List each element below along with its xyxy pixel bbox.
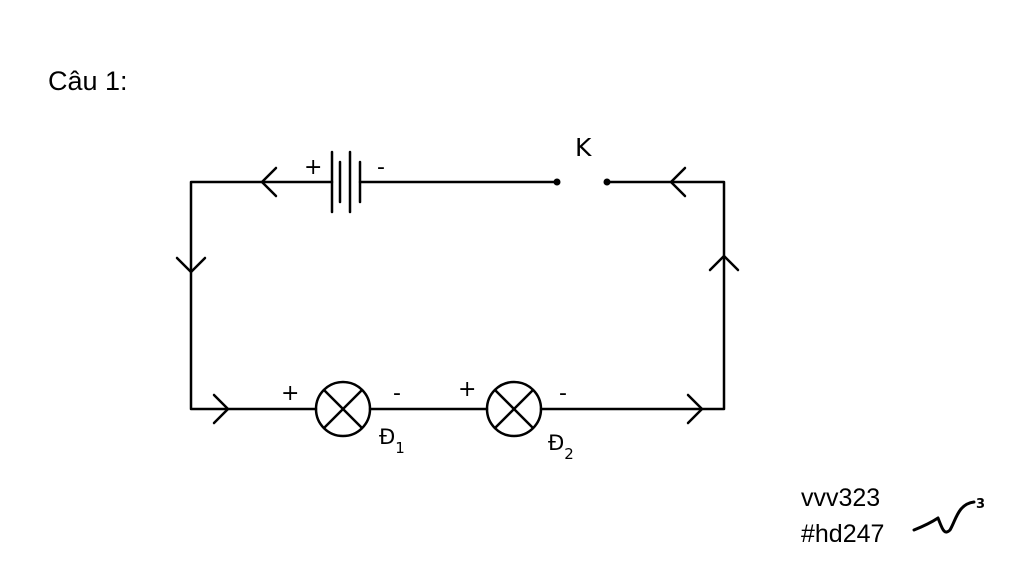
wire-switch-to-corner bbox=[539, 180, 726, 411]
author-note-line-1: vvv323 bbox=[801, 484, 881, 512]
lamp-1-label: Đ1 bbox=[379, 425, 405, 457]
arrow-left-down bbox=[175, 256, 207, 274]
signature-superscript: 3 bbox=[976, 497, 985, 512]
switch-contact-right bbox=[603, 178, 611, 186]
wire-top-left bbox=[189, 180, 334, 411]
lamp-2-subscript: 2 bbox=[564, 445, 574, 463]
lamp-1-letter: Đ bbox=[379, 425, 395, 449]
switch-contact-left bbox=[553, 178, 561, 186]
lamp-2-symbol bbox=[485, 380, 543, 438]
arrow-right-up bbox=[708, 254, 740, 272]
lamp-1-subscript: 1 bbox=[395, 439, 405, 457]
battery-minus-sign: - bbox=[377, 155, 385, 180]
lamp-2-label: Đ2 bbox=[548, 431, 574, 463]
arrow-top-left bbox=[260, 166, 278, 198]
battery-plus-sign: + bbox=[304, 155, 322, 180]
arrow-bottom-left bbox=[212, 393, 230, 425]
switch-k bbox=[553, 178, 611, 186]
arrow-bottom-right bbox=[686, 393, 704, 425]
lamp-1-symbol bbox=[314, 380, 372, 438]
lamp-2-letter: Đ bbox=[548, 431, 564, 455]
handwritten-signature: 3 bbox=[912, 497, 985, 534]
lamp-1-plus-sign: + bbox=[281, 381, 299, 406]
author-note-line-2: #hd247 bbox=[801, 520, 885, 548]
lamp-2-plus-sign: + bbox=[458, 377, 476, 402]
question-title: Câu 1: bbox=[48, 66, 128, 96]
switch-label: K bbox=[575, 133, 592, 162]
battery bbox=[330, 150, 362, 214]
arrow-top-right bbox=[669, 166, 687, 198]
lamp-2-minus-sign: - bbox=[559, 381, 567, 406]
lamp-1-minus-sign: - bbox=[393, 381, 401, 406]
